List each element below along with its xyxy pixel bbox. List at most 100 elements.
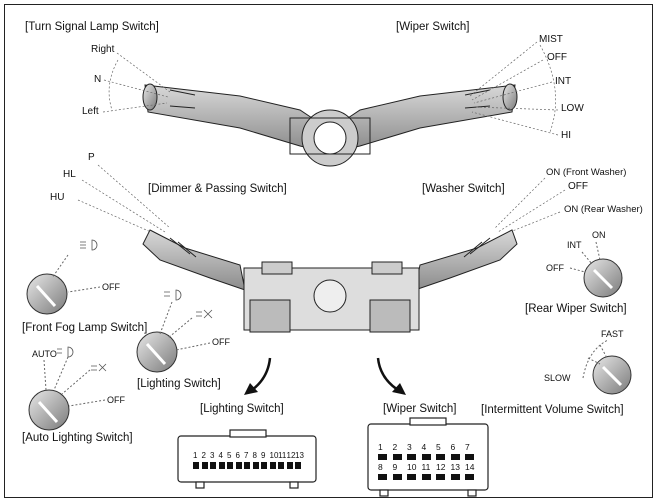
rear-wiper-on-label: ON (592, 230, 606, 240)
pin-label: 3 (407, 442, 412, 452)
lighting-connector-shape (177, 429, 317, 489)
pin-label: 13 (295, 451, 304, 460)
pin-contact (450, 474, 460, 480)
pin-label: 2 (201, 451, 206, 460)
title-washer: [Washer Switch] (422, 183, 505, 195)
pin-contact (278, 462, 284, 469)
pin-contact (465, 454, 474, 460)
title-wiper-top: [Wiper Switch] (396, 21, 470, 33)
title-front-fog: [Front Fog Lamp Switch] (22, 322, 148, 334)
rear-wiper-off-label: OFF (546, 263, 564, 273)
title-wiper-connector: [Wiper Switch] (383, 403, 457, 415)
wiper-hi-label: HI (561, 130, 571, 141)
wiper-fan (469, 41, 559, 136)
lighting-off-label: OFF (212, 337, 230, 347)
washer-off-label: OFF (568, 181, 588, 192)
diagram-border (4, 4, 653, 498)
pin-label: 11 (421, 462, 431, 472)
title-rear-wiper: [Rear Wiper Switch] (525, 303, 627, 315)
front-fog-knob (26, 254, 101, 315)
title-intermittent: [Intermittent Volume Switch] (481, 404, 624, 416)
pin-label: 6 (235, 451, 240, 460)
pin-label: 6 (450, 442, 456, 452)
pin-label: 4 (421, 442, 427, 452)
rear-wiper-knob (569, 241, 623, 298)
pin-contact (436, 474, 445, 480)
dimmer-fan (77, 164, 171, 237)
pin-contact (235, 462, 242, 469)
turn-n-label: N (94, 74, 102, 85)
pin-contact (421, 454, 431, 460)
pin-label: 8 (252, 451, 257, 460)
washer-front-label: ON (Front Washer) (546, 167, 627, 178)
dimmer-hu-label: HU (50, 192, 65, 203)
lighting-knob (136, 301, 211, 373)
intermittent-knob (582, 339, 632, 395)
pin-contact (244, 462, 250, 469)
pin-contact (378, 474, 387, 480)
pin-label: 7 (244, 451, 249, 460)
pin-contact (421, 474, 431, 480)
pin-contact (407, 474, 416, 480)
title-lighting: [Lighting Switch] (137, 378, 221, 390)
pin-label: 10 (407, 462, 417, 472)
rear-wiper-int-label: INT (567, 240, 582, 250)
washer-fan (494, 177, 566, 237)
wiper-int-label: INT (555, 76, 572, 87)
pin-label: 14 (465, 462, 475, 472)
auto-off-label: OFF (107, 395, 125, 405)
pin-contact (286, 462, 293, 469)
title-lighting-connector: [Lighting Switch] (200, 403, 284, 415)
front-fog-off-label: OFF (102, 282, 120, 292)
pin-contact (261, 462, 267, 469)
pin-contact (252, 462, 259, 469)
dimmer-p-label: P (88, 152, 95, 163)
pin-label: 8 (378, 462, 383, 472)
pin-label: 7 (465, 442, 470, 452)
pin-contact (450, 454, 460, 460)
pin-label: 12 (286, 451, 296, 460)
top-switch-assembly (142, 83, 518, 167)
pin-contact (436, 454, 445, 460)
auto-lighting-knob (28, 356, 106, 431)
fast-label: FAST (601, 329, 624, 339)
pin-label: 12 (436, 462, 446, 472)
washer-rear-label: ON (Rear Washer) (564, 204, 643, 215)
pin-label: 9 (261, 451, 266, 460)
title-turn-signal: [Turn Signal Lamp Switch] (25, 21, 159, 33)
pin-contact (392, 474, 402, 480)
pin-label: 5 (227, 451, 232, 460)
pin-label: 4 (218, 451, 223, 460)
pin-label: 1 (193, 451, 198, 460)
bottom-switch-assembly (142, 229, 518, 333)
pin-label: 5 (436, 442, 441, 452)
pin-contact (227, 462, 233, 469)
pin-label: 11 (278, 451, 287, 460)
turn-left-label: Left (82, 106, 99, 117)
pin-label: 3 (210, 451, 215, 460)
wiper-off-label: OFF (547, 52, 567, 63)
pin-contact (465, 474, 474, 480)
pin-label: 2 (392, 442, 398, 452)
pin-label: 9 (392, 462, 398, 472)
arrows (251, 357, 399, 392)
wiper-mist-label: MIST (539, 34, 563, 45)
pin-contact (378, 454, 387, 460)
pin-contact (210, 462, 216, 469)
pin-contact (218, 462, 225, 469)
pin-contact (392, 454, 402, 460)
pin-label: 1 (378, 442, 383, 452)
auto-label: AUTO (32, 349, 57, 359)
title-dimmer: [Dimmer & Passing Switch] (148, 183, 287, 195)
turn-signal-fan (102, 52, 171, 113)
pin-contact (201, 462, 208, 469)
dimmer-hl-label: HL (63, 169, 76, 180)
wiper-low-label: LOW (561, 103, 584, 114)
slow-label: SLOW (544, 373, 571, 383)
pin-contact (269, 462, 276, 469)
pin-label: 10 (269, 451, 279, 460)
turn-right-label: Right (91, 44, 115, 55)
pin-contact (193, 462, 199, 469)
pin-contact (407, 454, 416, 460)
